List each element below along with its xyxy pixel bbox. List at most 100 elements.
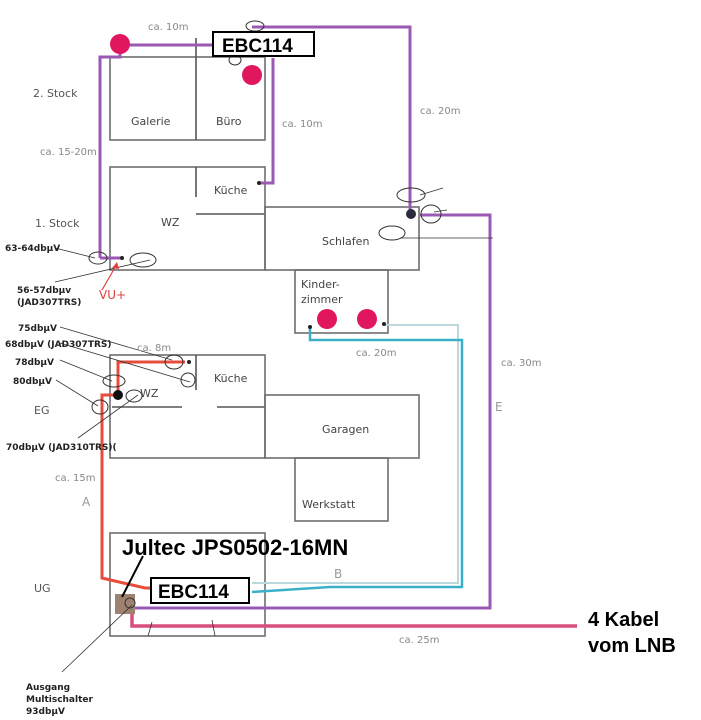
cable-purple-left — [98, 43, 215, 258]
ebc-top-box — [212, 31, 315, 57]
room-label-kinder-2: zimmer — [301, 293, 343, 306]
leader-line — [55, 379, 99, 407]
level-56: 56-57dbµv — [17, 286, 71, 296]
lnb-label-1: 4 Kabel — [588, 609, 659, 631]
room-kinderzimmer — [294, 269, 389, 334]
room-werkstatt — [294, 457, 389, 522]
socket-dot — [257, 181, 261, 185]
jultec-label: Jultec JPS0502-16MN — [122, 535, 348, 560]
vu-label: VU+ — [99, 288, 126, 302]
socket-dot — [120, 256, 124, 260]
measure-ellipse — [88, 251, 108, 265]
floor-label-ug: UG — [34, 582, 51, 595]
measure-ellipse — [125, 389, 143, 403]
markers — [110, 34, 377, 329]
room-ug — [109, 532, 266, 637]
measure-ellipse — [378, 225, 406, 241]
junction-dot — [406, 209, 416, 219]
room-wz-1stock — [109, 166, 266, 271]
leader-line — [61, 604, 133, 673]
ebc-bottom-box — [150, 577, 250, 604]
length-buero: ca. 10m — [282, 119, 322, 130]
length-top: ca. 10m — [148, 22, 188, 33]
level-80: 80dbµV — [13, 377, 52, 387]
room-2stock — [109, 56, 266, 141]
room-label-kueche-1: Küche — [214, 184, 248, 197]
room-label-kueche-eg: Küche — [214, 372, 248, 385]
multiswitch-output-3: 93dbµV — [26, 707, 65, 717]
ebc-bottom-label: EBC114 — [158, 582, 229, 603]
floor-label-eg: EG — [34, 404, 49, 417]
leader-line — [54, 247, 96, 259]
leader-line — [59, 326, 173, 361]
room-label-werkstatt: Werkstatt — [302, 498, 356, 511]
length-eg: ca. 8m — [137, 343, 171, 354]
multiswitch-output-2: Multischalter — [26, 695, 93, 705]
measure-ellipse — [124, 597, 136, 609]
level-68: 68dbµV (JAD307TRS) — [5, 340, 111, 350]
cable-b-cyan — [251, 327, 464, 594]
cables — [98, 25, 577, 637]
room-label-kinder-1: Kinder- — [301, 278, 340, 291]
length-ug: ca. 15m — [55, 473, 95, 484]
level-78: 78dbµV — [15, 358, 54, 368]
marker-dot — [110, 34, 130, 54]
measure-ellipse — [180, 372, 196, 388]
floor-plan — [109, 38, 420, 637]
multiswitch-output-1: Ausgang — [26, 683, 70, 693]
level-70: 70dbµV (JAD310TRS)( — [6, 443, 117, 453]
length-left: ca. 15-20m — [40, 147, 97, 158]
level-56-model: (JAD307TRS) — [17, 298, 81, 308]
wall-tick — [211, 619, 216, 637]
socket-dot — [187, 360, 191, 364]
floor-label-1stock: 1. Stock — [35, 217, 80, 230]
measure-ellipse — [396, 187, 426, 203]
room-label-galerie: Galerie — [131, 115, 171, 128]
length-right: ca. 30m — [501, 358, 541, 369]
level-75: 75dbµV — [18, 324, 57, 334]
leader-line — [54, 259, 151, 283]
socket-dot — [382, 322, 386, 326]
floor-label-2stock: 2. Stock — [33, 87, 78, 100]
jultec-pointer — [121, 555, 144, 598]
measure-ellipse — [164, 354, 184, 370]
leader-line — [419, 187, 444, 196]
cable-e-purple — [132, 213, 492, 610]
measurement-points — [54, 20, 493, 673]
leader-line — [59, 359, 113, 382]
leader-line — [77, 394, 139, 439]
measure-ellipse — [129, 252, 157, 268]
marker-dot — [242, 65, 262, 85]
marker-dot — [317, 309, 337, 329]
length-lnb: ca. 25m — [399, 635, 439, 646]
length-right-top: ca. 20m — [420, 106, 460, 117]
cable-a-red — [100, 360, 185, 590]
room-label-garagen: Garagen — [322, 423, 369, 436]
cable-b-light — [252, 324, 459, 584]
leader-line — [59, 342, 191, 383]
leader-line — [433, 209, 448, 213]
cable-purple-top — [252, 25, 412, 215]
measure-ellipse — [102, 374, 126, 388]
ebc-top-label: EBC114 — [222, 36, 293, 57]
cable-letter-e: E — [495, 400, 503, 414]
level-63: 63-64dbµV — [5, 244, 60, 254]
socket-dot — [308, 325, 312, 329]
cable-letter-a: A — [82, 495, 91, 509]
length-kinder: ca. 20m — [356, 348, 396, 359]
lnb-label-2: vom LNB — [588, 635, 676, 657]
room-label-wz-1: WZ — [161, 216, 180, 229]
measure-ellipse — [420, 204, 442, 224]
junctions — [113, 181, 416, 614]
room-label-wz-eg: WZ — [140, 387, 159, 400]
wall-tick — [147, 621, 153, 637]
room-label-schlafen: Schlafen — [322, 235, 369, 248]
cable-letter-b: B — [334, 567, 342, 581]
vu-arrow-head — [112, 262, 119, 269]
cable-purple-kueche — [260, 58, 275, 185]
junction-dot — [113, 390, 123, 400]
marker-dot — [357, 309, 377, 329]
room-label-buero: Büro — [216, 115, 242, 128]
measure-ellipse — [91, 399, 109, 415]
